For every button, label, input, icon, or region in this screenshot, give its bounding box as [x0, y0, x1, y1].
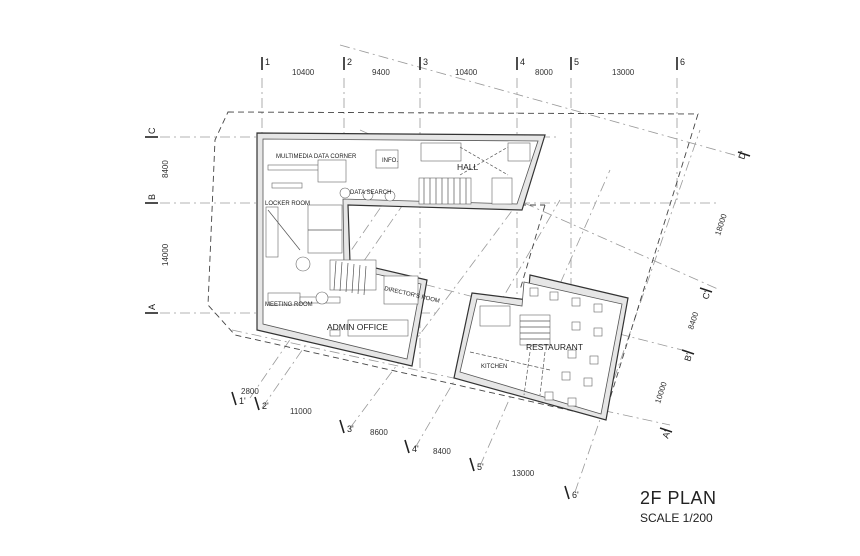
left-grid-labels: C B A 8400 14000: [145, 127, 170, 314]
restaurant-tables: [529, 287, 603, 407]
axis-label-B-prime: B': [682, 352, 694, 363]
dim-bottom-1: 2800: [241, 387, 259, 396]
top-grid-labels: 1 2 3 4 5 6 10400 9400 10400 8000 13000: [261, 57, 685, 77]
rotated-right-grid-labels: D' C' B' A' 18000 8400 10000: [653, 149, 751, 440]
room-hall: HALL: [457, 162, 479, 172]
room-multimedia: MULTIMEDIA DATA CORNER: [276, 154, 357, 160]
axis-label-2-prime: 2': [262, 401, 269, 411]
dim-right-2: 8400: [686, 310, 700, 330]
axis-label-5-prime: 5': [477, 462, 484, 472]
rotated-bottom-grid-labels: 1' 2' 3' 4' 5' 6' 2800 11000 8600 8400 1…: [231, 387, 579, 500]
axis-label-6-prime: 6': [572, 490, 579, 500]
dim-top-2: 9400: [372, 68, 390, 77]
room-meeting: MEETING ROOM: [265, 302, 313, 308]
orthogonal-grid: [160, 78, 720, 370]
dim-left-1: 8400: [161, 160, 170, 178]
axis-label-1: 1: [265, 57, 270, 67]
dim-bottom-4: 8400: [433, 447, 451, 456]
room-kitchen: KITCHEN: [481, 364, 507, 370]
dim-left-2: 14000: [161, 243, 170, 266]
dim-top-1: 10400: [292, 68, 315, 77]
room-locker: LOCKER ROOM: [265, 201, 310, 207]
axis-label-A: A: [147, 304, 157, 310]
axis-label-4-prime: 4': [412, 444, 419, 454]
plan-scale: SCALE 1/200: [640, 511, 713, 525]
axis-label-4: 4: [520, 57, 525, 67]
room-admin-office: ADMIN OFFICE: [327, 322, 388, 332]
axis-label-D-prime: D': [736, 149, 748, 160]
dim-right-3: 10000: [653, 380, 669, 404]
dim-top-3: 10400: [455, 68, 478, 77]
room-info: INFO.: [382, 158, 398, 164]
dim-bottom-5: 13000: [512, 469, 535, 478]
axis-label-C: C: [147, 127, 157, 134]
axis-label-3-prime: 3': [347, 424, 354, 434]
room-data-search: DATA SEARCH: [350, 190, 391, 196]
dim-top-5: 13000: [612, 68, 635, 77]
axis-label-3: 3: [423, 57, 428, 67]
right-building: [453, 274, 629, 421]
left-building: [256, 132, 546, 367]
axis-label-6: 6: [680, 57, 685, 67]
dim-top-4: 8000: [535, 68, 553, 77]
axis-label-1-prime: 1': [239, 396, 246, 406]
roof-outline: [207, 111, 699, 419]
plan-title: 2F PLAN: [640, 488, 717, 508]
title-block: 2F PLAN SCALE 1/200: [640, 488, 717, 525]
dim-bottom-3: 8600: [370, 428, 388, 437]
axis-label-A-prime: A': [660, 429, 672, 440]
axis-label-C-prime: C': [700, 289, 712, 300]
dim-right-1: 18000: [713, 212, 729, 236]
dim-bottom-2: 11000: [290, 407, 312, 416]
axis-label-2: 2: [347, 57, 352, 67]
axis-label-5: 5: [574, 57, 579, 67]
room-restaurant: RESTAURANT: [526, 342, 583, 352]
axis-label-B: B: [147, 194, 157, 200]
